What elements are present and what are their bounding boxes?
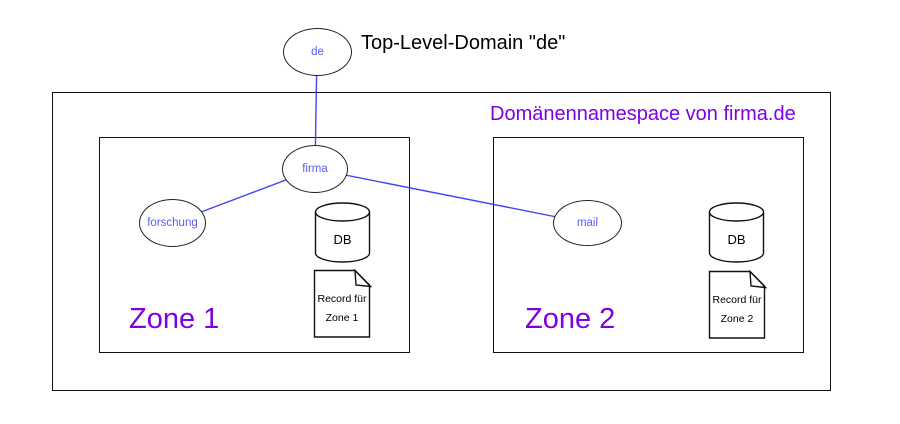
zone2-box <box>493 137 804 353</box>
zone1-label: Zone 1 <box>129 303 220 335</box>
zone2-db-label: DB <box>727 232 745 247</box>
zone2-db-cylinder: DB <box>708 202 765 263</box>
node-de-label: de <box>311 46 324 58</box>
namespace-outer-box <box>52 92 831 391</box>
node-mail: mail <box>553 200 622 246</box>
node-firma: firma <box>282 145 348 193</box>
zone1-db-cylinder: DB <box>314 202 371 263</box>
namespace-title: Domänennamespace von firma.de <box>490 103 796 125</box>
node-forschung-label: forschung <box>147 217 198 229</box>
zone2-record-line2: Zone 2 <box>721 313 754 325</box>
zone2-record-document: Record für Zone 2 <box>708 270 767 339</box>
zone1-record-line2: Zone 1 <box>326 312 359 324</box>
zone1-db-label: DB <box>333 232 351 247</box>
zone2-record-line1: Record für <box>712 294 762 306</box>
node-mail-label: mail <box>576 217 599 229</box>
node-forschung: forschung <box>139 199 206 247</box>
top-level-domain-caption: Top-Level-Domain "de" <box>361 32 566 54</box>
zone1-box <box>99 137 410 353</box>
zone1-record-line1: Record für <box>317 293 367 305</box>
zone1-record-document: Record für Zone 1 <box>313 269 372 338</box>
zone2-label: Zone 2 <box>525 303 616 335</box>
node-de: de <box>283 28 352 76</box>
node-firma-label: firma <box>302 163 328 175</box>
